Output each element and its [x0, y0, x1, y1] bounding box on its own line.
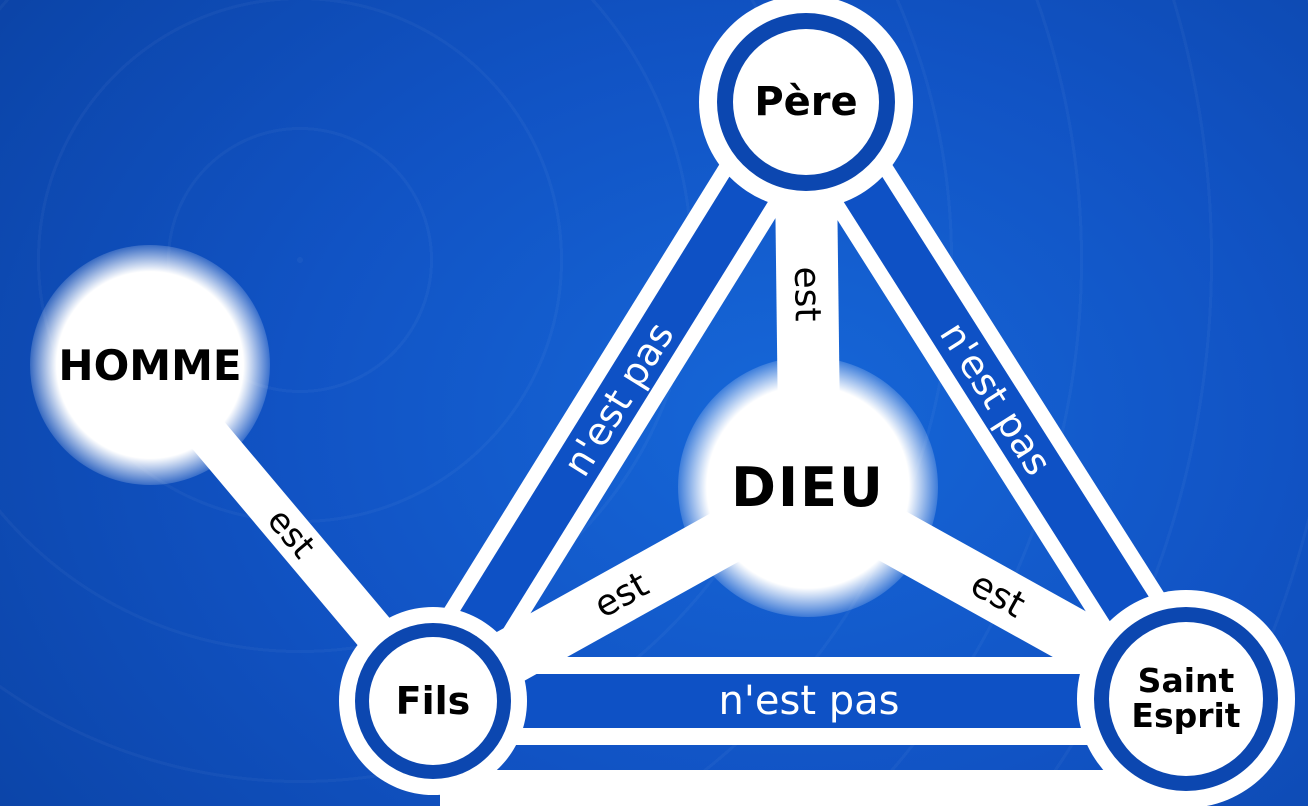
node-dieu-label: DIEU	[731, 455, 885, 519]
edge-pere-saint-esprit-label: n'est pas	[931, 314, 1061, 483]
edge-fils-saint-esprit-label: n'est pas	[718, 678, 900, 724]
edge-saint-esprit-dieu-label: est	[963, 563, 1032, 626]
node-homme-label: HOMME	[58, 340, 242, 390]
edge-fils-saint-esprit: n'est pas	[432, 657, 1186, 745]
edge-fils-dieu-label: est	[587, 563, 656, 627]
edge-fils-saint-esprit-outer-band	[440, 770, 1180, 806]
edge-pere-fils-label: n'est pas	[554, 314, 683, 484]
node-pere-label: Père	[754, 79, 858, 125]
node-fils: Fils	[369, 637, 497, 765]
node-fils-label: Fils	[395, 679, 471, 723]
node-saint-esprit-label: Saint Esprit	[1131, 661, 1241, 735]
node-saint-esprit: Saint Esprit	[1109, 622, 1263, 776]
edge-homme-fils-label: est	[259, 500, 324, 567]
edge-pere-dieu-label: est	[786, 266, 829, 322]
node-dieu: DIEU	[678, 357, 938, 617]
node-homme: HOMME	[30, 245, 270, 485]
node-pere: Père	[733, 29, 879, 175]
